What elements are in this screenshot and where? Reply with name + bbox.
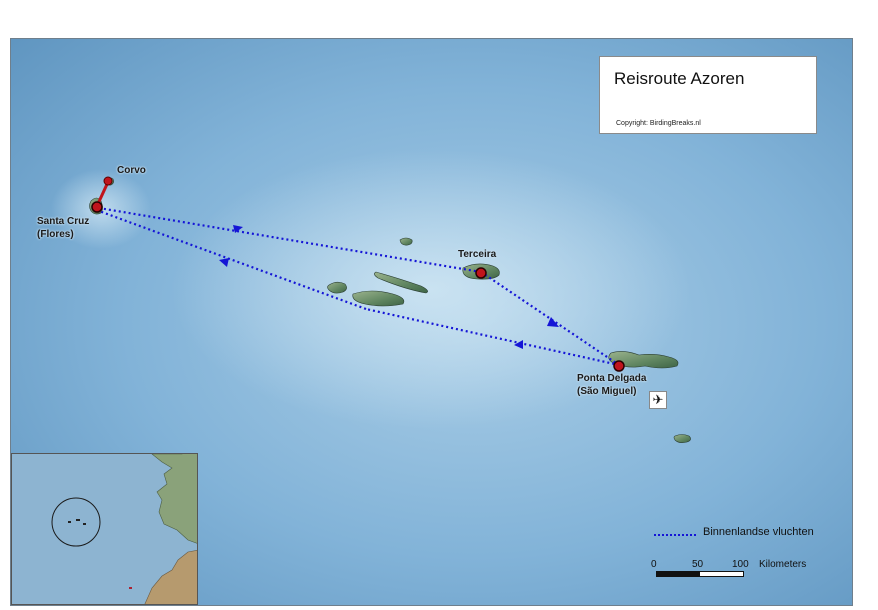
scale-bar — [656, 571, 744, 577]
label-ponta-delgada: Ponta Delgada — [577, 373, 647, 384]
map-title: Reisroute Azoren — [614, 69, 745, 88]
label-flores: (Flores) — [37, 229, 74, 240]
copyright: Copyright: BirdingBreaks.nl — [616, 120, 701, 127]
inset-land-iberia — [151, 454, 197, 544]
label-sao-miguel: (São Miguel) — [577, 386, 637, 397]
island-faial — [327, 281, 347, 294]
island-santa-maria — [673, 434, 691, 443]
route-arrow-southeast — [547, 317, 559, 327]
route-arrow-west — [514, 340, 523, 349]
scale-bar-segment — [657, 572, 700, 576]
label-santa-cruz: Santa Cruz — [37, 216, 90, 227]
route-arrow-northwest — [219, 258, 229, 267]
marker-terceira[interactable] — [475, 267, 487, 279]
legend-route-label: Binnenlandse vluchten — [703, 526, 814, 538]
inset-land-france — [182, 454, 197, 464]
inset-azores-circle — [51, 497, 101, 547]
island-graciosa — [399, 237, 413, 246]
title-box: Reisroute Azoren Copyright: BirdingBreak… — [599, 56, 817, 134]
scale-tick-0: 0 — [651, 559, 657, 570]
marker-ponta-delgada[interactable] — [613, 360, 625, 372]
inset-canvas — [12, 454, 197, 604]
label-terceira: Terceira — [458, 249, 497, 260]
map-frame: Corvo Santa Cruz (Flores) Terceira Ponta… — [10, 38, 853, 606]
scale-unit: Kilometers — [759, 559, 807, 570]
legend-route-swatch — [654, 534, 696, 536]
marker-corvo[interactable] — [103, 176, 113, 186]
inset-land-africa — [144, 550, 197, 604]
island-sao-jorge — [374, 271, 428, 294]
island-pico — [352, 290, 405, 307]
label-corvo: Corvo — [117, 165, 146, 176]
scale-tick-50: 50 — [692, 559, 704, 570]
shelf-glow — [171, 149, 691, 429]
route-arrow-east — [233, 225, 243, 233]
marker-santa-cruz[interactable] — [91, 201, 103, 213]
scale-tick-100: 100 — [732, 559, 749, 570]
route-ponta-delgada-pico — [365, 307, 620, 367]
plane-icon: ✈ — [649, 391, 667, 409]
inset-map — [11, 453, 198, 605]
